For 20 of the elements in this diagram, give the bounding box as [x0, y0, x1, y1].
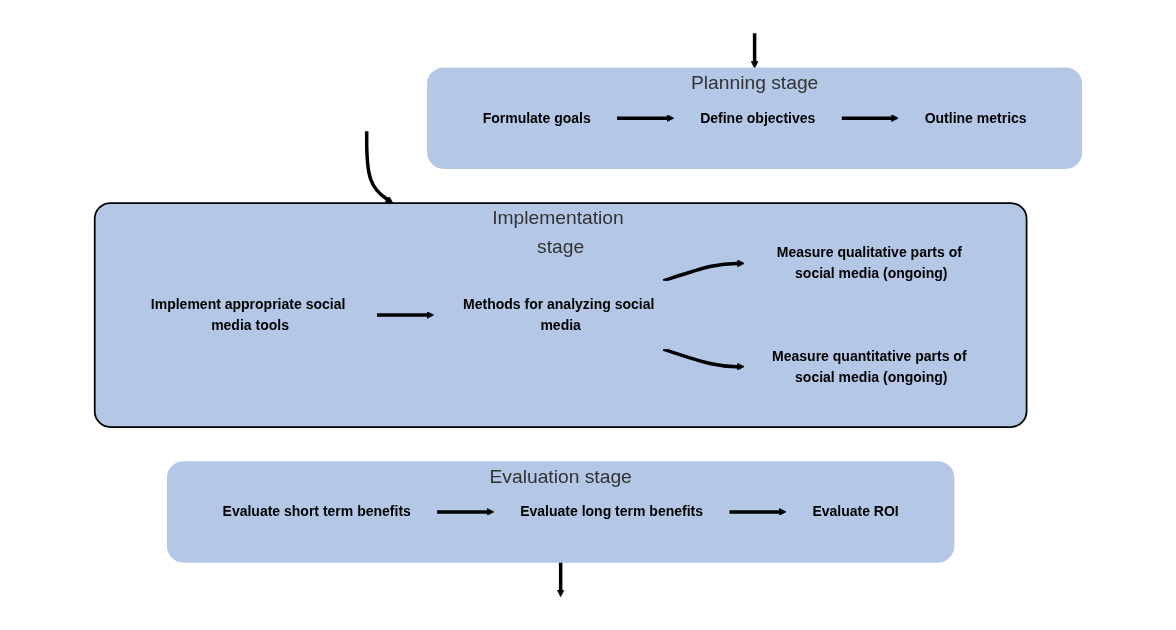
arrow: [437, 508, 495, 516]
arrow: [750, 33, 759, 69]
arrow: [376, 311, 435, 319]
arrow: [364, 131, 394, 204]
node-text: Implement appropriate social media tools: [150, 296, 346, 333]
node-text: Evaluate long term benefits: [520, 504, 704, 519]
node-text: Evaluate short term benefits: [222, 504, 411, 519]
node-text: Evaluate ROI: [812, 504, 899, 519]
node-text: Methods for analyzing social media: [463, 296, 655, 333]
arrow: [841, 114, 899, 122]
node-text: Measure quantitative parts of social media (ongoing): [772, 348, 967, 385]
arrow: [556, 561, 565, 598]
arrow: [617, 114, 675, 122]
arrow: [662, 347, 745, 371]
node-text: Define objectives: [700, 110, 816, 126]
node-text: Formulate goals: [482, 110, 591, 126]
node-text: Outline metrics: [924, 110, 1027, 126]
node-text: Measure qualitative parts of social media (ongoing): [776, 245, 962, 281]
arrow: [729, 508, 787, 516]
arrow: [662, 259, 745, 283]
